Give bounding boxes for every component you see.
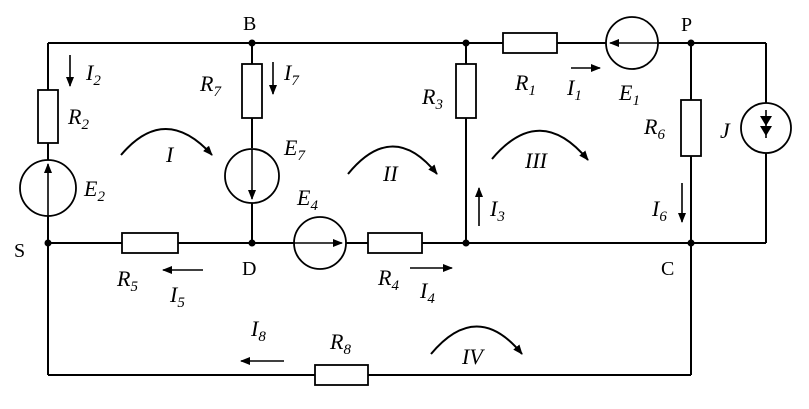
loop-arrow-iv (430, 325, 523, 355)
junction-s (44, 239, 52, 247)
loop-arrow-ii (347, 145, 438, 175)
voltage-sources (19, 16, 659, 270)
node-label-b: B (243, 13, 256, 35)
label-r2: R2 (67, 104, 89, 133)
label-r8: R8 (329, 329, 351, 358)
label-i1: I1 (566, 75, 582, 104)
junction-d (248, 239, 256, 247)
resistor-r7 (241, 63, 263, 119)
junctions (44, 39, 695, 247)
resistor-r4 (367, 232, 423, 254)
resistor-r5 (121, 232, 179, 254)
loop-label-iii: III (524, 148, 549, 173)
current-source-j-arrowhead-upper (760, 116, 772, 126)
label-j: J (720, 118, 731, 143)
label-e7: E7 (283, 135, 306, 164)
source-e1 (605, 16, 659, 70)
resistors (37, 32, 702, 386)
current-source-j-arrowhead-lower (760, 126, 772, 136)
label-r4: R4 (377, 265, 399, 294)
resistor-r3 (455, 63, 477, 119)
resistor-r8 (314, 364, 369, 386)
source-e4 (293, 216, 347, 270)
junction-mid-r3 (462, 239, 470, 247)
label-i5: I5 (169, 282, 185, 311)
label-r6: R6 (643, 114, 665, 143)
resistor-r1 (502, 32, 558, 54)
resistor-r6 (680, 99, 702, 157)
label-r5: R5 (116, 266, 138, 295)
junction-top-r3 (462, 39, 470, 47)
loop-labels: I II III IV (165, 142, 549, 369)
label-i7: I7 (283, 60, 300, 89)
label-i8: I8 (250, 316, 266, 345)
label-e4: E4 (296, 185, 318, 214)
junction-b (248, 39, 256, 47)
label-r7: R7 (199, 71, 222, 100)
label-e1: E1 (618, 80, 640, 109)
node-label-p: P (681, 14, 692, 36)
component-labels: R1 I1 E1 I2 R2 E2 R7 I7 E7 R3 I3 E4 R4 I… (67, 60, 731, 358)
current-source-j (740, 102, 792, 154)
source-e7 (224, 148, 280, 204)
label-i4: I4 (419, 278, 435, 307)
node-label-s: S (14, 240, 25, 262)
junction-c (687, 239, 695, 247)
loop-arrow-i (120, 128, 213, 156)
label-r1: R1 (514, 70, 536, 99)
label-e2: E2 (83, 176, 105, 205)
label-i2: I2 (85, 60, 101, 89)
junction-p (687, 39, 695, 47)
label-r3: R3 (421, 84, 443, 113)
loop-arrows (120, 128, 589, 355)
loop-arrow-iii (491, 129, 589, 161)
current-arrows (66, 55, 686, 365)
loop-label-ii: II (382, 161, 399, 186)
resistor-r2 (37, 89, 59, 144)
node-label-c: C (661, 258, 674, 280)
loop-label-i: I (165, 142, 175, 167)
node-labels: B P S D C (14, 13, 692, 280)
node-label-d: D (242, 258, 256, 280)
label-i3: I3 (489, 196, 505, 225)
loop-label-iv: IV (461, 344, 485, 369)
label-i6: I6 (651, 196, 667, 225)
source-e2 (19, 159, 77, 217)
